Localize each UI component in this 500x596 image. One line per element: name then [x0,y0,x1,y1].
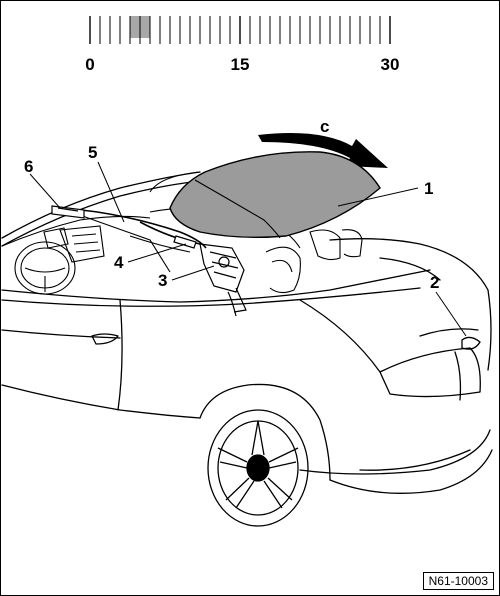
callout-1: 1 [424,179,433,198]
figure-reference-code: N61-10003 [422,572,494,590]
rear-wheel [207,409,309,527]
callout-5: 5 [88,143,97,162]
scale-label-30: 30 [381,55,400,74]
roof-mechanism [51,205,247,317]
folded-roof-top [149,151,381,239]
scale-label-0: 0 [85,55,94,74]
callout-c: c [320,117,329,136]
roof-motion-arrow [258,133,388,168]
leader-lines [29,161,467,337]
scale-ticks [89,16,391,44]
interior [1,207,363,295]
callout-2: 2 [430,273,439,292]
callout-3: 3 [158,271,167,290]
scale-label-15: 15 [231,55,250,74]
callout-6: 6 [24,157,33,176]
callout-4: 4 [114,253,124,272]
time-scale-ruler: 0 15 30 [85,16,399,74]
